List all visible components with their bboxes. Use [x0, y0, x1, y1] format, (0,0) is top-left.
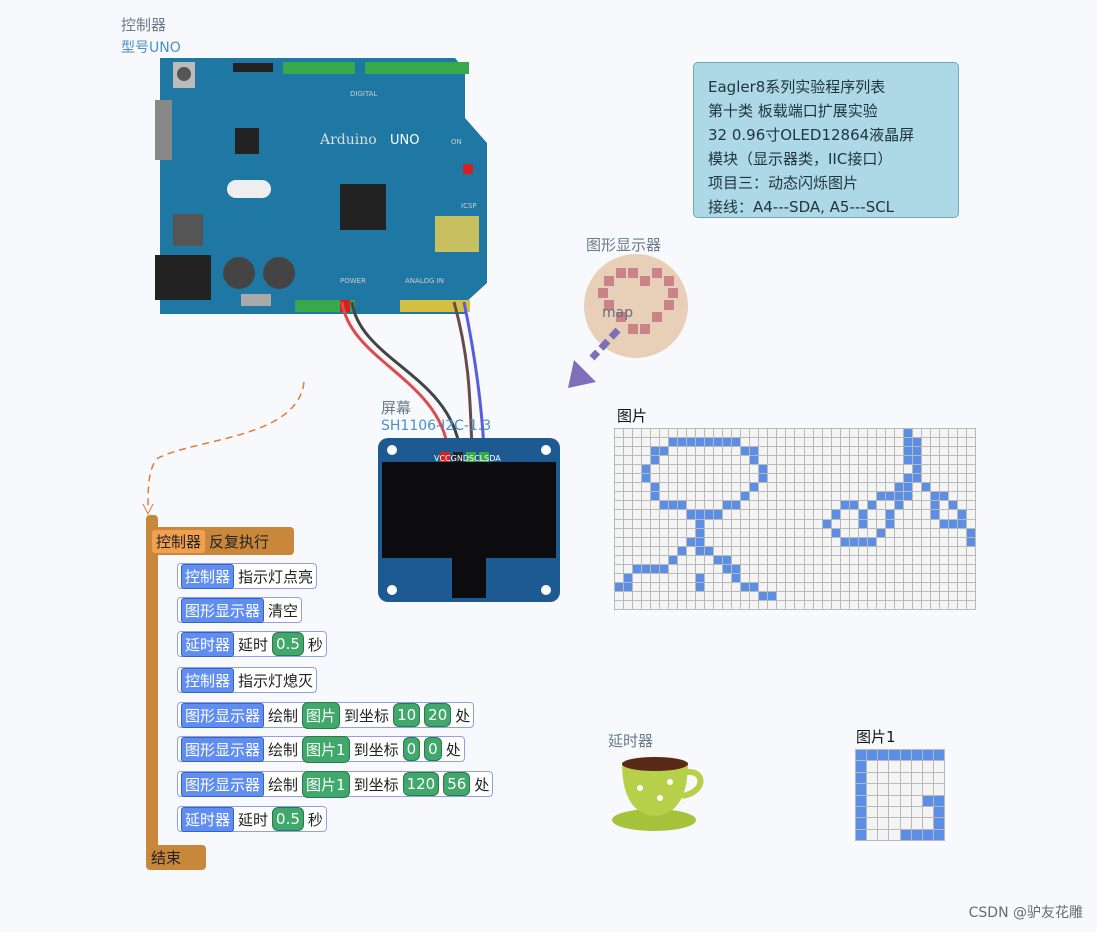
y-value[interactable]: 0: [424, 737, 442, 761]
display-module-label: 图形显示器: [586, 236, 662, 254]
block-tag: 控制器: [181, 667, 235, 693]
flow-arrow: [142, 381, 305, 516]
block-tag: 图形显示器: [181, 702, 265, 728]
block-text: 到坐标: [353, 775, 399, 794]
block-text: 指示灯熄灭: [238, 671, 314, 690]
picture-value[interactable]: 图片1: [302, 735, 350, 763]
display-module-icon[interactable]: map: [584, 254, 688, 358]
block-text: 绘制: [268, 740, 299, 759]
watermark: CSDN @驴友花雕: [968, 905, 1083, 921]
note-line: 接线：A4---SDA, A5---SCL: [708, 198, 895, 216]
loop-end-block[interactable]: 结束: [146, 845, 206, 870]
x-value[interactable]: 10: [393, 703, 421, 727]
block-text: 绘制: [268, 775, 299, 794]
y-value[interactable]: 56: [443, 772, 471, 796]
wires: [340, 301, 486, 451]
block-draw-picture1-origin[interactable]: 图形显示器 绘制 图片1 到坐标 0 0 处: [177, 735, 465, 763]
block-suffix: 秒: [307, 635, 323, 654]
note-line: Eagler8系列实验程序列表: [708, 78, 886, 96]
power-label: POWER: [340, 277, 366, 285]
block-tag: 图形显示器: [181, 771, 265, 797]
block-suffix: 处: [445, 740, 461, 759]
block-text: 清空: [268, 601, 299, 620]
loop-head-block[interactable]: 控制器 反复执行: [146, 527, 294, 555]
screen-label: 屏幕: [381, 399, 412, 417]
note-line: 第十类 板载端口扩展实验: [708, 102, 878, 120]
block-text: 延时: [238, 810, 269, 829]
loop-spine: [146, 515, 158, 865]
board-model-badge: UNO: [390, 133, 419, 148]
block-tag: 延时器: [181, 806, 235, 832]
block-text: 指示灯点亮: [238, 567, 314, 586]
block-text: 延时: [238, 635, 269, 654]
controller-label: 控制器: [121, 16, 167, 34]
block-tag: 图形显示器: [181, 736, 265, 762]
picture1-label: 图片1: [856, 728, 896, 746]
arduino-uno-board[interactable]: Arduino UNO DIGITAL ANALOG IN POWER ICSP…: [155, 58, 490, 314]
delay-value[interactable]: 0.5: [272, 632, 304, 656]
picture-value[interactable]: 图片: [302, 701, 341, 729]
block-delay[interactable]: 延时器 延时 0.5 秒: [177, 631, 327, 657]
loop-head-tag: 控制器: [152, 529, 206, 553]
picture-label: 图片: [617, 407, 648, 425]
picture-value[interactable]: 图片1: [302, 770, 350, 798]
loop-head-text: 反复执行: [209, 532, 270, 551]
block-draw-picture[interactable]: 图形显示器 绘制 图片 到坐标 10 20 处: [177, 701, 475, 729]
block-suffix: 秒: [307, 810, 323, 829]
map-arrow: [568, 327, 621, 388]
block-tag: 延时器: [181, 631, 235, 657]
block-tag: 控制器: [181, 563, 235, 589]
block-led-off[interactable]: 控制器 指示灯熄灭: [177, 667, 318, 693]
timer-label: 延时器: [608, 732, 654, 750]
screen-pins: VCCGNDSCLSDA: [434, 454, 501, 463]
block-text: 到坐标: [353, 740, 399, 759]
note-line: 项目三：动态闪烁图片: [708, 174, 859, 192]
block-delay[interactable]: 延时器 延时 0.5 秒: [177, 806, 327, 832]
block-draw-picture1-corner[interactable]: 图形显示器 绘制 图片1 到坐标 120 56 处: [177, 770, 494, 798]
x-value[interactable]: 0: [402, 737, 421, 761]
block-clear-display[interactable]: 图形显示器 清空: [177, 597, 303, 623]
map-label: map: [602, 305, 633, 321]
block-led-on[interactable]: 控制器 指示灯点亮: [177, 563, 318, 589]
block-suffix: 处: [474, 775, 490, 794]
digital-label: DIGITAL: [350, 90, 377, 98]
icsp-label: ICSP: [461, 202, 477, 210]
screen-model: SH1106-I2C-1.3: [381, 418, 492, 434]
teacup-icon[interactable]: [610, 752, 708, 834]
block-text: 绘制: [268, 706, 299, 725]
program-note: Eagler8系列实验程序列表 第十类 板载端口扩展实验 32 0.96寸OLE…: [693, 62, 959, 218]
oled-screen[interactable]: VCCGNDSCLSDA: [378, 438, 560, 602]
picture-grid[interactable]: [614, 428, 976, 610]
note-line: 模块（显示器类，IIC接口）: [708, 150, 893, 168]
note-line: 32 0.96寸OLED12864液晶屏: [708, 126, 915, 144]
on-label: ON: [451, 138, 462, 146]
x-value[interactable]: 120: [402, 772, 440, 796]
controller-model: 型号UNO: [121, 40, 181, 56]
picture1-grid[interactable]: [855, 749, 945, 841]
board-brand: Arduino: [319, 132, 377, 148]
block-text: 到坐标: [344, 706, 390, 725]
delay-value[interactable]: 0.5: [272, 807, 304, 831]
y-value[interactable]: 20: [424, 703, 452, 727]
block-suffix: 处: [455, 706, 471, 725]
block-tag: 图形显示器: [181, 597, 265, 623]
analog-label: ANALOG IN: [405, 277, 444, 285]
